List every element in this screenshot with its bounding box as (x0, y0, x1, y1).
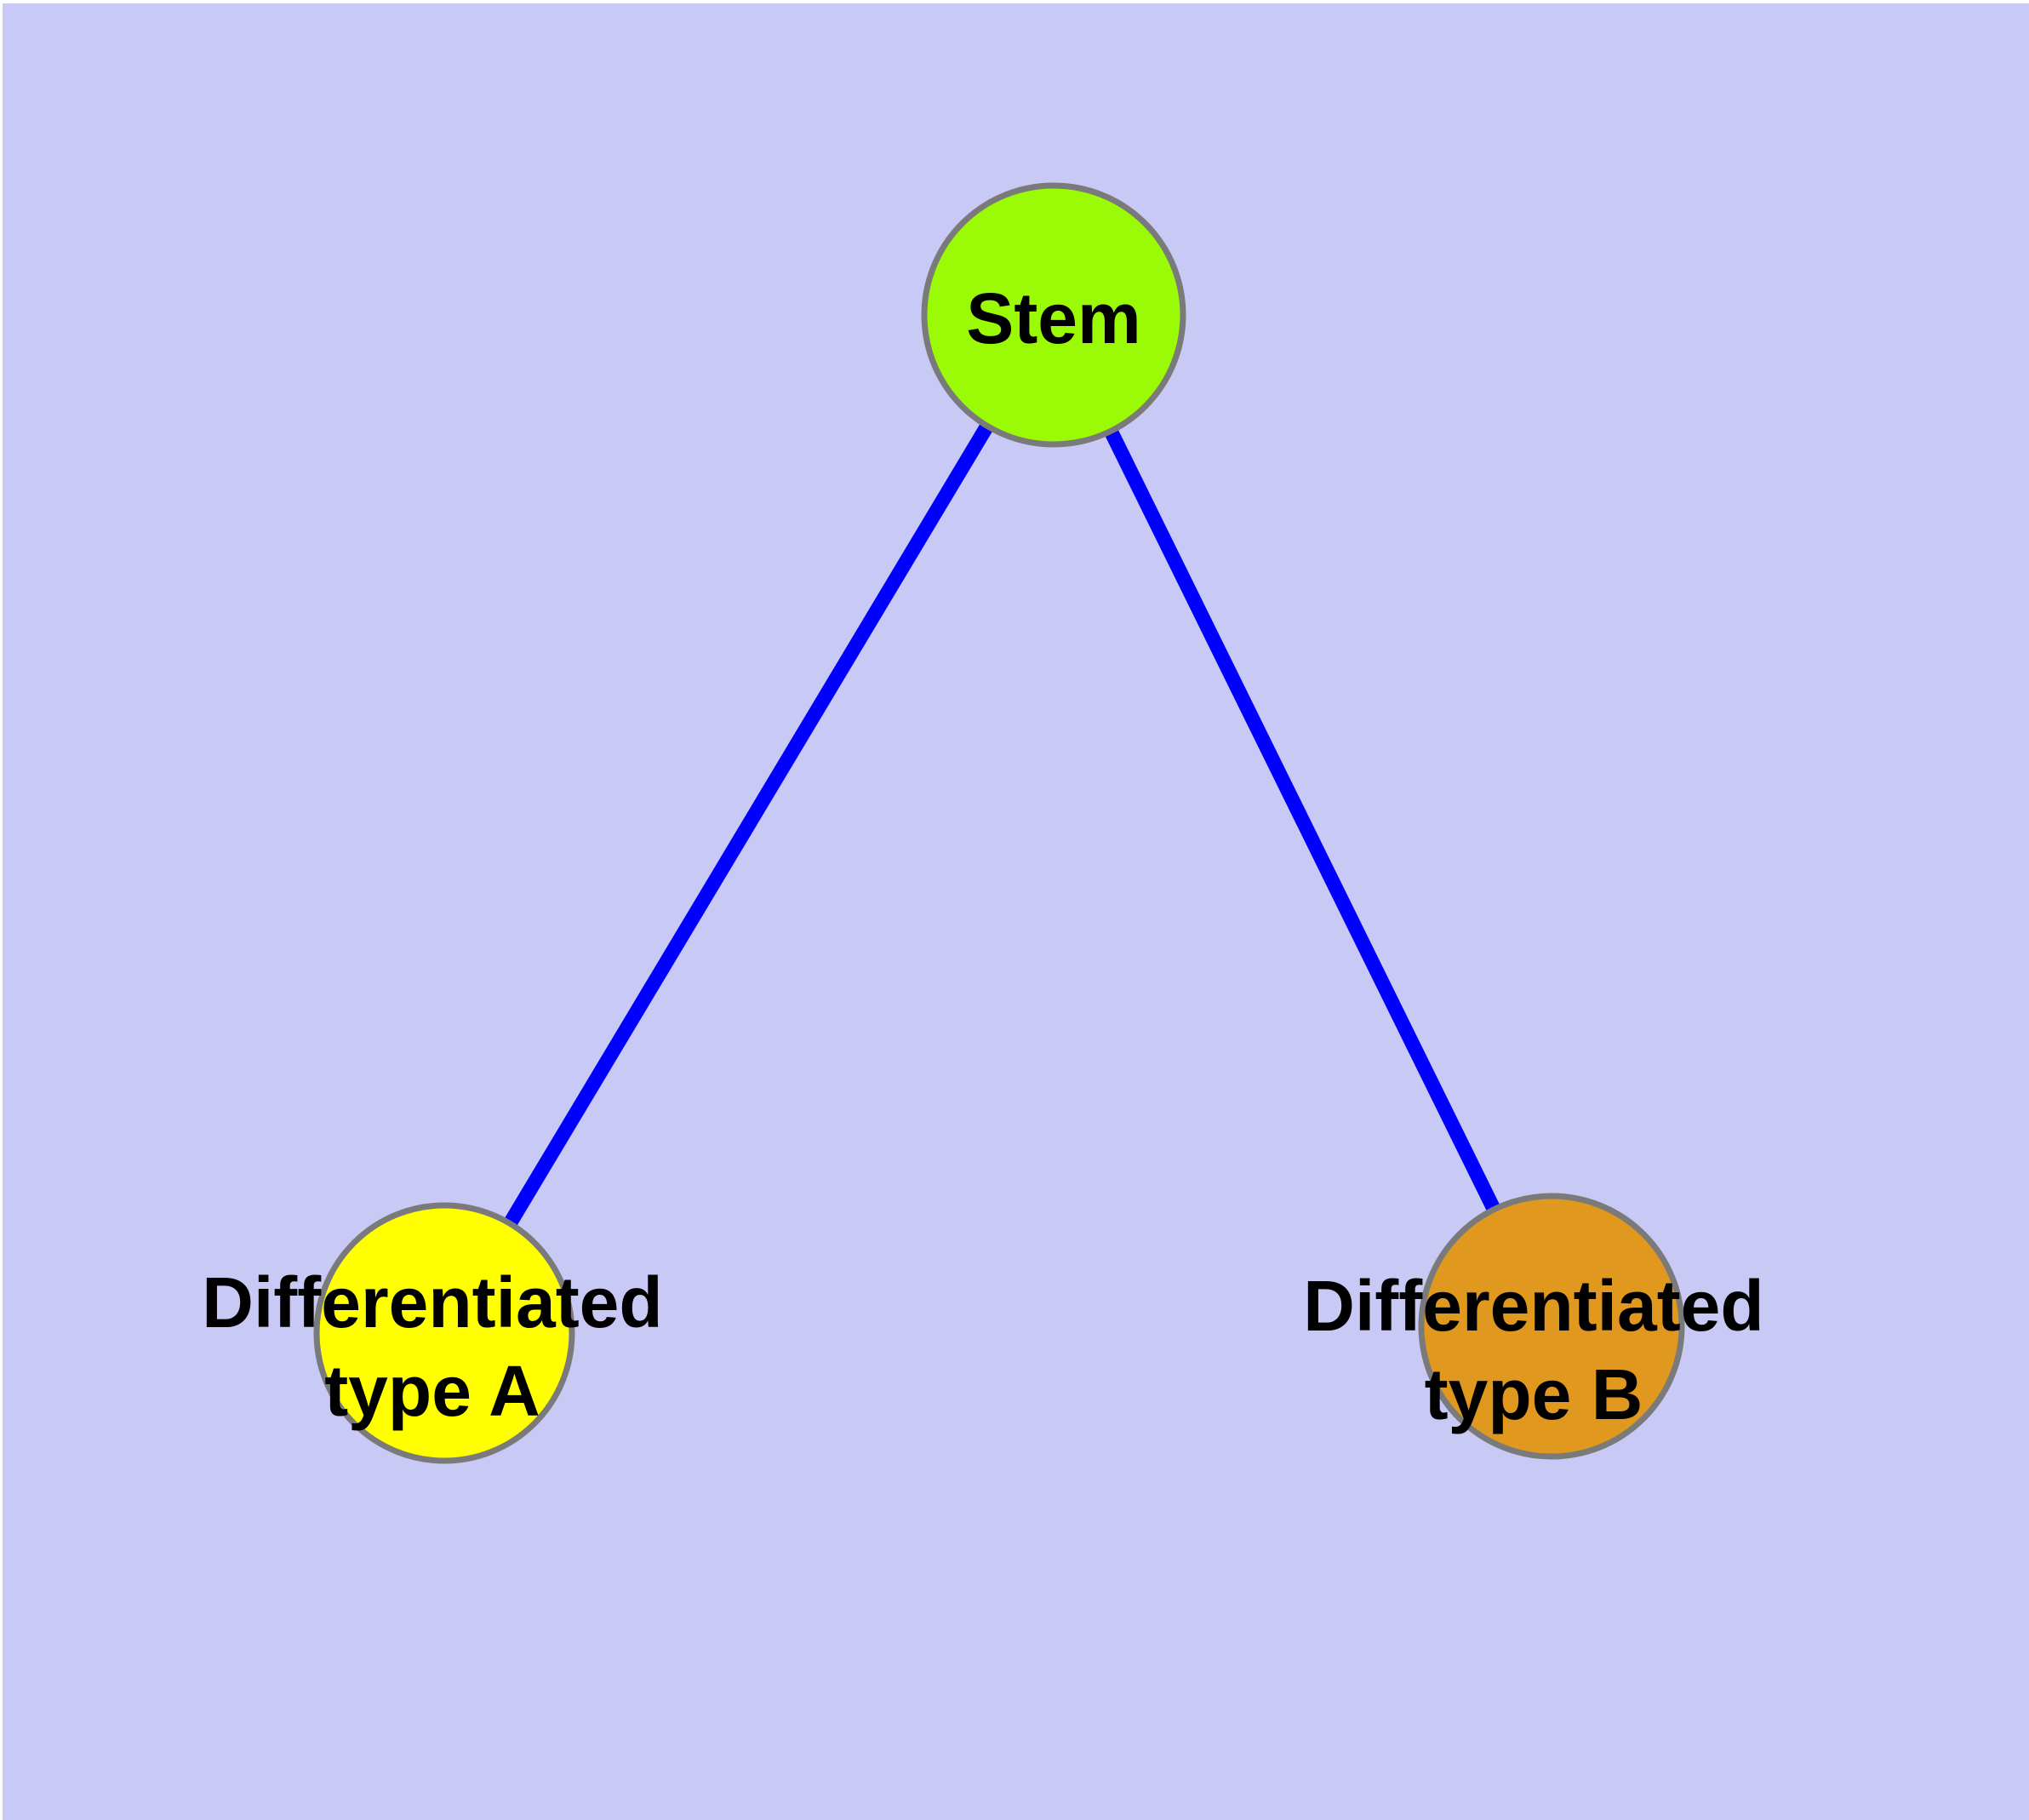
node-differentiated-type-b-label-line2: type B (1424, 1354, 1643, 1434)
node-differentiated-type-a-circle (313, 1202, 575, 1464)
node-differentiated-type-a-label-line1: Differentiated (202, 1262, 663, 1342)
node-differentiated-type-a-label-line2: type A (324, 1351, 540, 1431)
node-stem-circle (921, 182, 1186, 448)
node-differentiated-type-b-circle (1418, 1193, 1685, 1460)
node-differentiated-type-b-label-line1: Differentiated (1303, 1266, 1764, 1346)
node-stem-label: Stem (966, 278, 1141, 358)
node-differentiated-type-a-label: Differentiated type A (202, 1258, 662, 1435)
edge-stem-to-type-b (1047, 312, 1558, 1330)
node-differentiated-type-b-label: Differentiated type B (1303, 1262, 1763, 1439)
edge-stem-to-type-a (437, 311, 1060, 1337)
